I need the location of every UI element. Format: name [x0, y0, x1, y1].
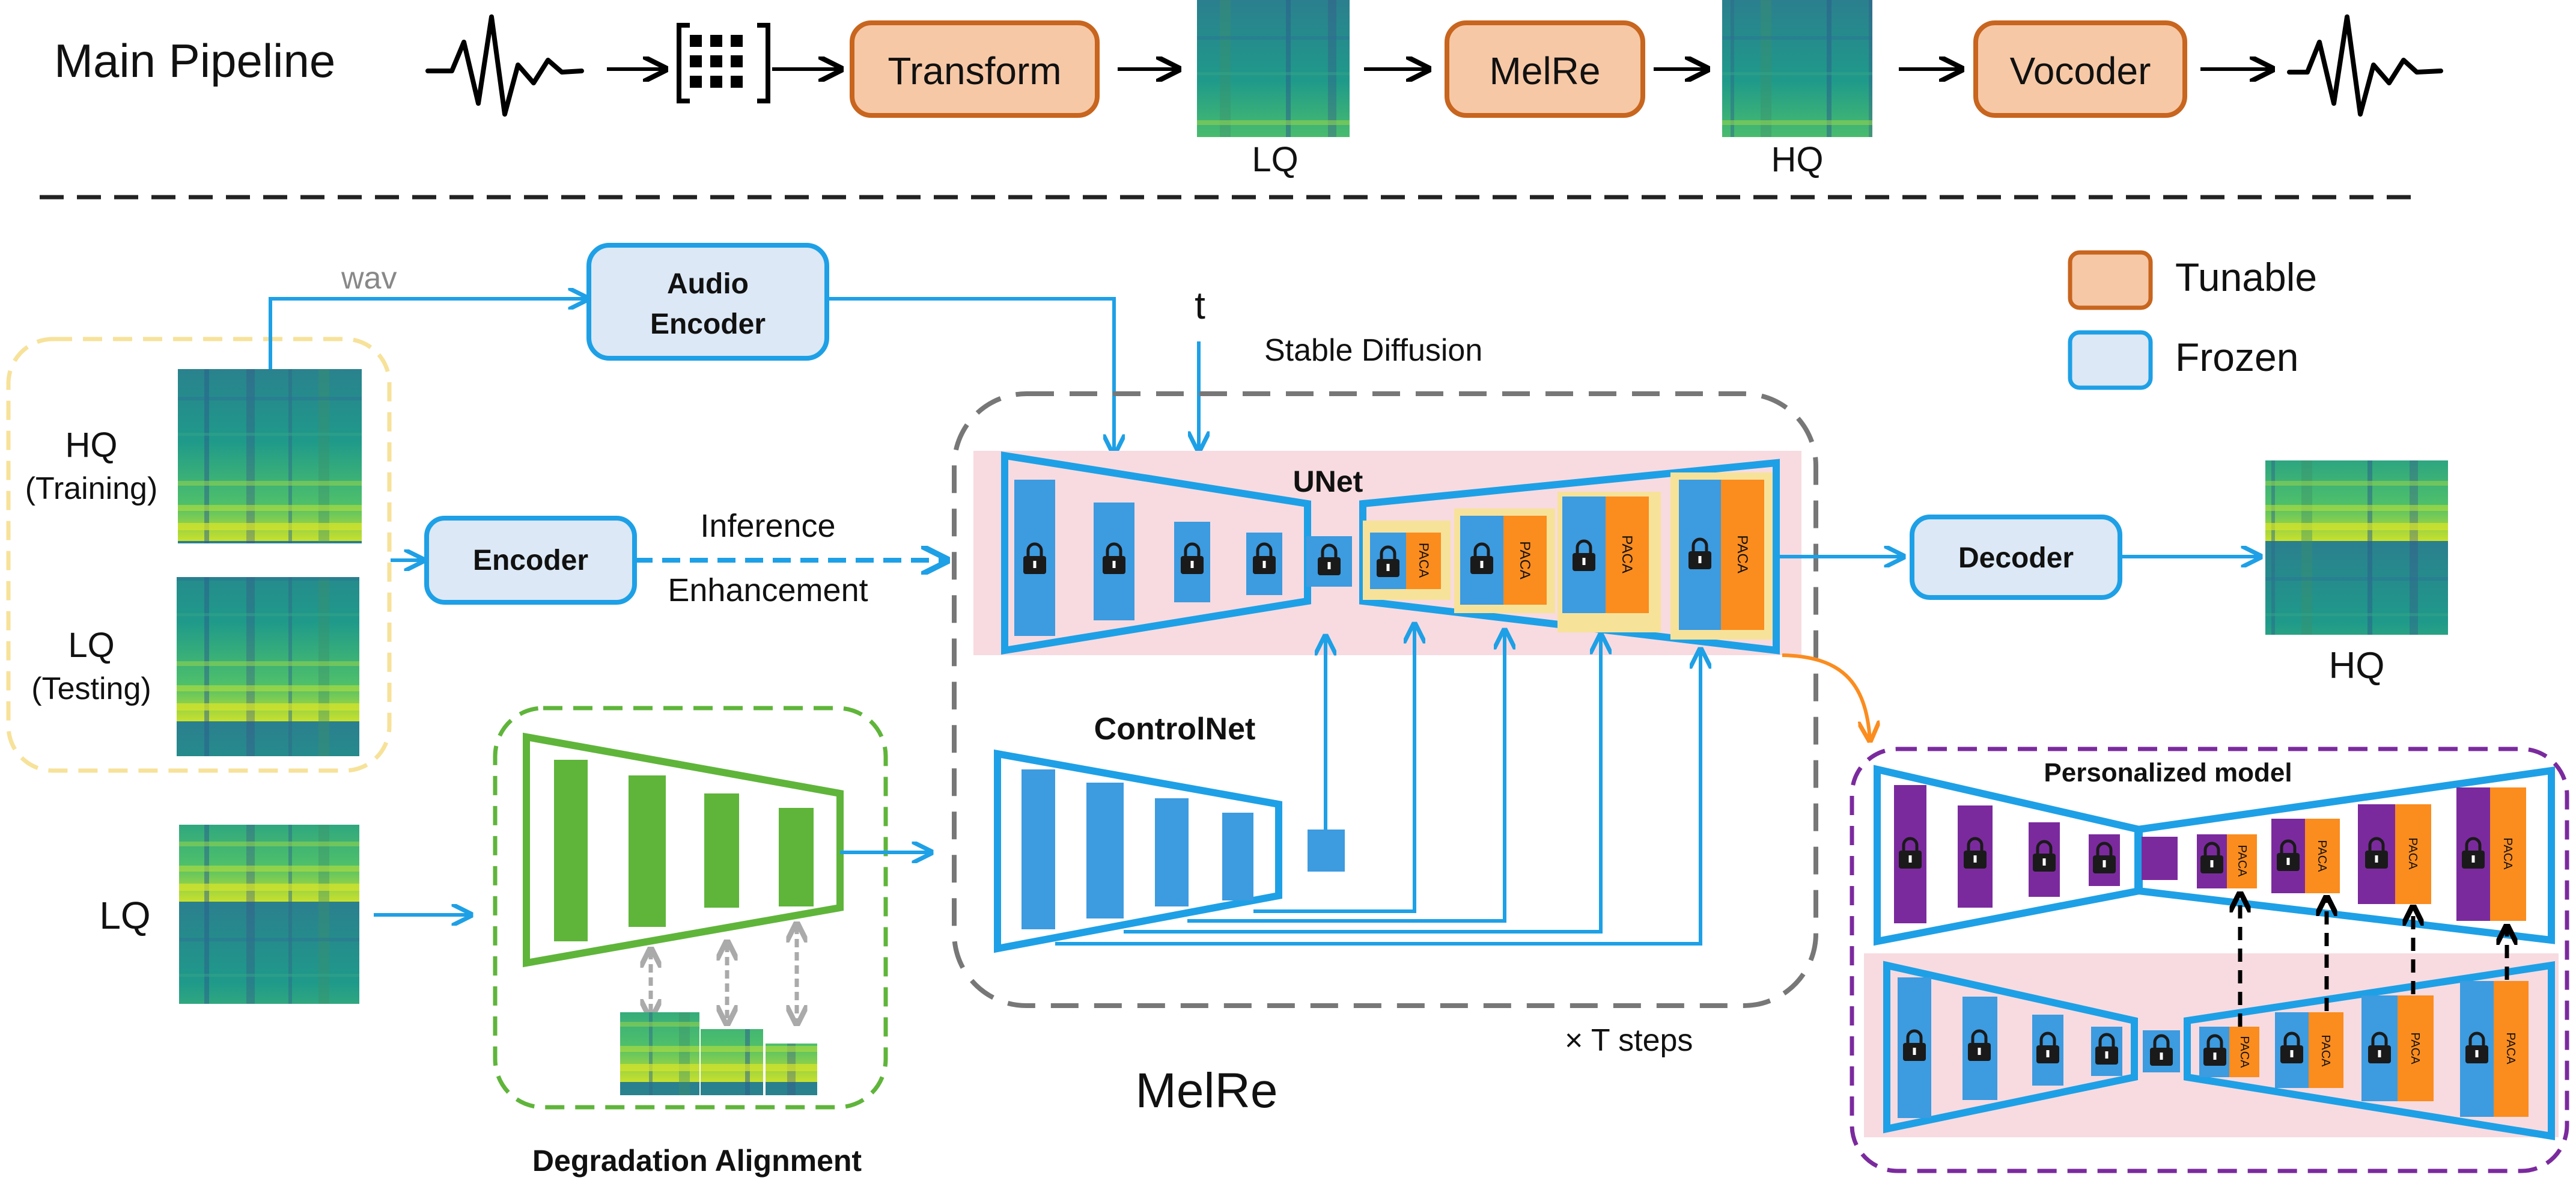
degradation-group	[493, 706, 888, 1110]
paca-label: PACA	[1619, 535, 1635, 573]
paca-label: PACA	[2315, 840, 2328, 873]
unet-encoder-trapezoid	[1001, 451, 1311, 655]
main-pipeline-title: Main Pipeline	[54, 34, 335, 87]
paca-label: PACA	[2408, 1033, 2422, 1065]
ctrl-link-3	[1124, 635, 1601, 934]
legend-frozen-label: Frozen	[2175, 335, 2298, 379]
transform-box	[850, 20, 1100, 118]
lq-testing-spectrogram	[177, 577, 359, 756]
audio-encoder-to-unet	[827, 297, 1114, 454]
degraded-spec-2	[701, 1029, 763, 1095]
ctrl-link-1	[1253, 624, 1414, 913]
personalized-group	[1850, 747, 2569, 1173]
legend-tunable-label: Tunable	[2175, 255, 2317, 299]
personalized-label: Personalized model	[2044, 758, 2292, 787]
base-encoder-trapezoid	[1883, 961, 2138, 1134]
legend-frozen-swatch	[2068, 330, 2153, 390]
output-hq-label: HQ	[2329, 645, 2385, 686]
hq-training-sub: (Training)	[25, 471, 158, 506]
frames-grid-icon	[677, 23, 770, 103]
decoder-label: Decoder	[1958, 542, 2074, 574]
pipeline-hq-label: HQ	[1771, 140, 1824, 179]
lq-input-label: LQ	[99, 894, 150, 937]
hq-training-spectrogram	[178, 369, 362, 543]
melre-box-label: MelRe	[1490, 49, 1601, 93]
lq-input-spectrogram	[179, 825, 359, 1004]
pipeline-lq-label: LQ	[1252, 140, 1298, 179]
controlnet-blocks	[1022, 769, 1253, 929]
paca-label: PACA	[2238, 1036, 2251, 1069]
timestep-label: t	[1195, 284, 1205, 327]
lq-testing-sub: (Testing)	[31, 671, 151, 706]
input-group	[6, 337, 392, 773]
degradation-trapezoid	[523, 732, 844, 968]
unet-label: UNet	[1293, 465, 1363, 498]
paca-label: PACA	[1416, 543, 1431, 578]
base-up-blocks	[2199, 981, 2529, 1117]
pipeline-lq-spectrogram	[1197, 0, 1350, 137]
paca-label: PACA	[2406, 838, 2419, 870]
degraded-spec-1	[620, 1012, 699, 1095]
legend-tunable-swatch	[2068, 250, 2153, 310]
paca-label: PACA	[2319, 1035, 2332, 1068]
enhancement-label: Enhancement	[668, 572, 868, 608]
arrow-unet-to-personalized	[1782, 653, 1870, 741]
wav-label: wav	[341, 261, 397, 296]
stable-diffusion-group	[952, 391, 1818, 1008]
output-hq-spectrogram	[2265, 460, 2448, 635]
paca-label: PACA	[1517, 541, 1533, 579]
ctrl-link-4	[1055, 649, 1701, 946]
lq-testing-label: LQ	[68, 626, 114, 665]
inference-label: Inference	[700, 508, 835, 544]
t-steps-label: × T steps	[1565, 1023, 1693, 1058]
personalized-decoder-trapezoid	[2134, 766, 2555, 944]
controlnet-trapezoid	[994, 749, 1282, 953]
vocoder-box	[1973, 20, 2187, 118]
paca-label: PACA	[2501, 838, 2514, 870]
encoder-label: Encoder	[473, 545, 588, 576]
vocoder-label: Vocoder	[2010, 49, 2151, 93]
paca-label: PACA	[2504, 1033, 2517, 1065]
wav-path	[269, 299, 588, 369]
audio-encoder-line1: Audio	[667, 268, 749, 300]
audio-encoder-line2: Encoder	[650, 308, 766, 340]
degradation-label: Degradation Alignment	[532, 1144, 862, 1178]
degraded-spec-3	[766, 1044, 817, 1095]
ctrl-link-2	[1187, 630, 1505, 923]
pipeline-hq-spectrogram	[1722, 0, 1872, 137]
degradation-blocks	[554, 760, 814, 941]
hq-training-label: HQ	[65, 426, 118, 465]
transform-label: Transform	[888, 49, 1061, 93]
controlnet-label: ControlNet	[1094, 712, 1256, 747]
audio-encoder-box	[586, 243, 829, 361]
waveform-input-icon	[425, 14, 584, 117]
base-decoder-trapezoid	[2184, 961, 2555, 1141]
unet-up-blocks	[1363, 472, 1773, 640]
melre-box	[1445, 20, 1645, 118]
stable-diffusion-label: Stable Diffusion	[1264, 333, 1482, 368]
personalized-middle-block	[2140, 837, 2178, 880]
paca-label: PACA	[2235, 845, 2249, 878]
waveform-output-icon	[2287, 14, 2443, 117]
controlnet-middle-block	[1308, 830, 1345, 872]
melre-module-label: MelRe	[1136, 1063, 1278, 1118]
paca-label: PACA	[1734, 535, 1750, 573]
